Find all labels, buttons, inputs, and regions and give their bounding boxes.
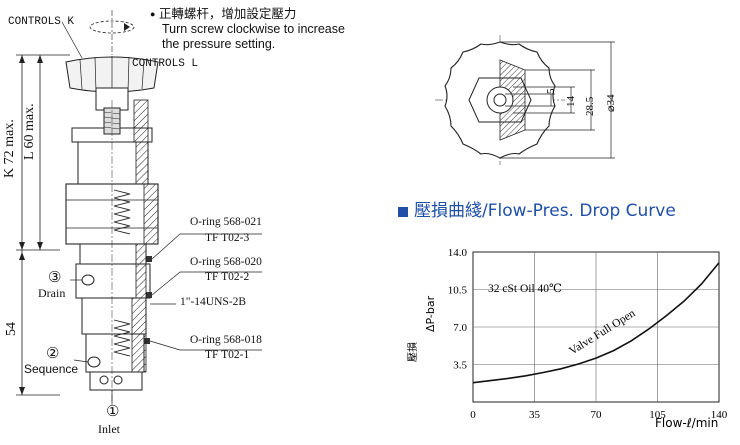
- controls-l-label: CONTROLS L: [132, 58, 199, 70]
- thread-label: 1"-14UNS-2B: [180, 296, 247, 308]
- dimension-54-label: 54: [4, 322, 19, 336]
- x-tick-label: 105: [649, 409, 666, 421]
- knob-top-view: [435, 35, 615, 165]
- port-2-label: Sequence: [24, 362, 79, 376]
- y-tick-label: 3.5: [453, 360, 467, 372]
- y-axis-label: ΔP-bar: [424, 295, 437, 332]
- y-axis-label-cn: 壓損: [406, 342, 419, 362]
- series-line-valve-full-open: [472, 262, 720, 384]
- port-3-label: Drain: [38, 286, 66, 300]
- controls-k-label: CONTROLS K: [8, 16, 75, 28]
- dim-28-label: 28.5: [584, 96, 596, 116]
- flow-pressure-chart: 0 35 70 105 140 3.5 7.0 10.5 14.0 32 cSt Oil 40℃…: [406, 247, 728, 430]
- tf-018-label: TF T02-1: [205, 349, 250, 361]
- y-tick-label: 14.0: [448, 247, 468, 259]
- valve-section-drawing: [16, 10, 262, 405]
- instruction-english-1: Turn screw clockwise to increase: [162, 22, 345, 37]
- instruction-chinese: 正轉螺杆，增加設定壓力: [158, 6, 297, 21]
- l-dimension-label: L 60 max.: [22, 103, 37, 160]
- square-bullet-icon: [398, 206, 408, 217]
- x-tick-label: 0: [470, 409, 476, 421]
- oring-021-label: O-ring 568-021: [190, 216, 262, 228]
- port-3-number: ③: [48, 269, 62, 286]
- port-1-label: Inlet: [98, 422, 120, 436]
- y-tick-label: 10.5: [448, 285, 468, 297]
- curve-title: 壓損曲綫/Flow-Pres. Drop Curve: [398, 196, 676, 221]
- x-tick-label: 70: [591, 409, 603, 421]
- bullet-icon: ●: [150, 9, 156, 20]
- dim-5-label: 5: [545, 88, 557, 95]
- instruction-note: ● 正轉螺杆，增加設定壓力 Turn screw clockwise to in…: [150, 6, 345, 52]
- dim-34-label: ⌀34: [605, 94, 617, 112]
- tf-020-label: TF T02-2: [205, 271, 250, 283]
- oring-020-label: O-ring 568-020: [190, 256, 262, 268]
- tf-021-label: TF T02-3: [205, 232, 250, 244]
- x-tick-label: 35: [529, 409, 541, 421]
- dim-14-label: 14: [565, 96, 577, 107]
- oring-018-label: O-ring 568-018: [190, 334, 262, 346]
- k-dimension-label: K 72 max.: [2, 119, 17, 178]
- x-tick-label: 140: [711, 409, 728, 421]
- y-tick-label: 7.0: [453, 322, 467, 334]
- instruction-english-2: the pressure setting.: [162, 37, 276, 52]
- port-2-number: ②: [46, 345, 60, 362]
- x-axis-label: Flow-ℓ/min: [655, 416, 718, 430]
- oil-annotation: 32 cSt Oil 40℃: [488, 283, 562, 295]
- port-1-number: ①: [106, 403, 120, 420]
